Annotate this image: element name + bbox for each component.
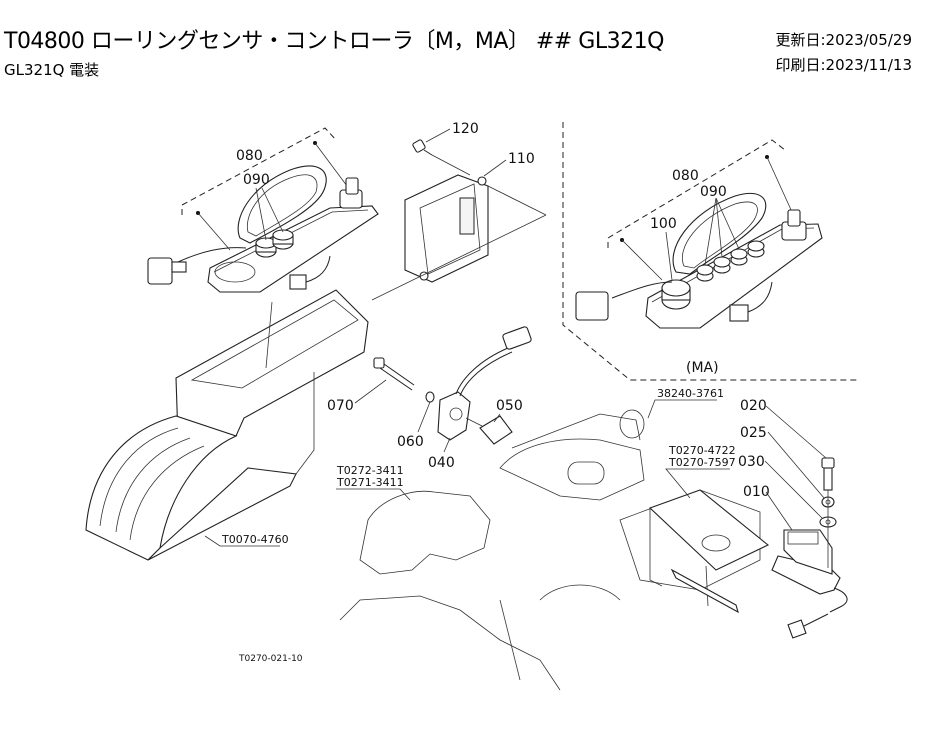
figure-id: T0270-021-10 <box>238 654 303 664</box>
washer-060[interactable] <box>425 391 435 403</box>
transmission-outline <box>339 409 761 691</box>
controller-panel-m[interactable] <box>147 127 379 293</box>
callout-080-left: 080 <box>236 148 263 164</box>
callout-080-right: 080 <box>672 168 699 184</box>
controller-panel-ma[interactable] <box>562 122 858 381</box>
callout-090-right: 090 <box>700 184 727 200</box>
callout-070: 070 <box>327 398 354 414</box>
ref-t0070-4760: T0070-4760 <box>221 533 289 546</box>
updated-date-row: 更新日:2023/05/29 <box>775 28 912 53</box>
printed-date-row: 印刷日:2023/11/13 <box>775 53 912 78</box>
callout-060: 060 <box>397 434 424 450</box>
ref-t0271-3411: T0271-3411 <box>336 476 404 489</box>
ref-t0270-7597: T0270-7597 <box>668 456 736 469</box>
updated-date: 2023/05/29 <box>825 31 912 49</box>
callout-030: 030 <box>738 454 765 470</box>
collar-050[interactable] <box>465 415 513 445</box>
updated-label: 更新日: <box>775 31 826 49</box>
console-housing[interactable] <box>85 289 369 561</box>
callout-025: 025 <box>740 425 767 441</box>
callout-110: 110 <box>508 151 535 167</box>
printed-date: 2023/11/13 <box>825 56 912 74</box>
date-info: 更新日:2023/05/29 印刷日:2023/11/13 <box>775 28 912 78</box>
callout-050: 050 <box>496 398 523 414</box>
callout-020: 020 <box>740 398 767 414</box>
callout-040: 040 <box>428 455 455 471</box>
callout-120: 120 <box>452 121 479 137</box>
callout-100: 100 <box>650 216 677 232</box>
bolt-020[interactable] <box>821 457 835 491</box>
bolt-070[interactable] <box>373 357 415 391</box>
callout-010: 010 <box>743 484 770 500</box>
variant-label-ma: (MA) <box>686 360 719 376</box>
bolt-120[interactable] <box>412 139 471 176</box>
printed-label: 印刷日: <box>775 56 826 74</box>
rolling-sensor-040[interactable] <box>437 326 532 441</box>
ref-t0270-4722: T0270-4722 <box>668 444 736 457</box>
sensor-010[interactable] <box>771 529 848 639</box>
page-title: T04800 ローリングセンサ・コントローラ〔M，MA〕 ## GL321Q <box>4 29 664 54</box>
ref-38240-3761: 38240-3761 <box>657 387 724 400</box>
callout-090-left: 090 <box>243 172 270 188</box>
control-box[interactable] <box>371 174 547 301</box>
bracket[interactable] <box>648 489 770 614</box>
page-subtitle: GL321Q 電装 <box>4 61 100 79</box>
ref-t0272-3411: T0272-3411 <box>336 464 404 477</box>
